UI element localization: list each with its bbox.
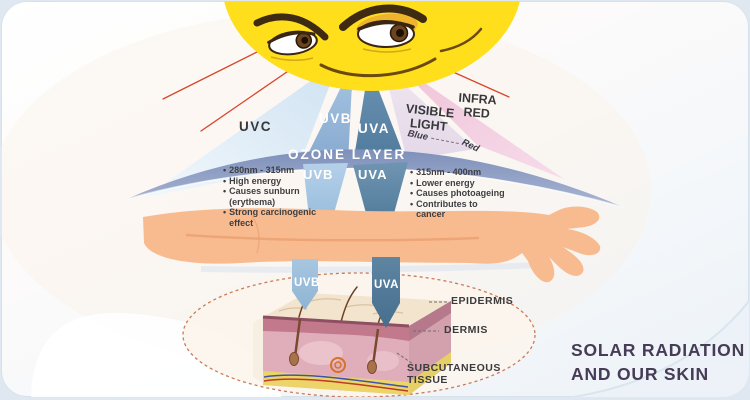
- vein-vessel: [263, 374, 409, 388]
- uvc-label: UVC: [239, 119, 273, 134]
- uva-facts-list: •315nm - 400nm •Lower energy •Causes pho…: [410, 167, 507, 220]
- sun-left-undereye-line: [270, 56, 314, 61]
- epidermis-label: EPIDERMIS: [451, 295, 514, 307]
- uvb-below-ozone-label: UVB: [303, 167, 334, 182]
- subcutaneous-band: [263, 371, 409, 395]
- sun-right-undereye-line: [362, 48, 412, 53]
- list-item: •Lower energy: [410, 177, 475, 188]
- uva-arrow-label: UVA: [374, 279, 399, 291]
- dermis-patch: [299, 341, 343, 365]
- hair-follicles: [289, 318, 380, 374]
- infrared-beam: [393, 61, 564, 179]
- subcutaneous-tissue-label: SUBCUTANEOUS TISSUE: [407, 362, 501, 386]
- list-item: •280nm - 315nm: [223, 165, 295, 175]
- infographic-title: SOLAR RADIATION AND OUR SKIN: [571, 339, 745, 386]
- skin-right-subcutaneous: [409, 352, 451, 395]
- uvb-facts-list: •280nm - 315nm •High energy •Causes sunb…: [223, 165, 318, 229]
- angry-sun: [224, 1, 520, 91]
- sweat-gland: [330, 357, 346, 373]
- list-item: •Causes photoageing: [410, 188, 505, 199]
- visible-light-beam: [383, 65, 475, 160]
- arm-elbow-crease: [250, 214, 260, 254]
- dermis-label: DERMIS: [444, 324, 488, 336]
- ozone-layer-label: OZONE LAYER: [288, 147, 407, 162]
- arm-muscle-line: [185, 233, 480, 242]
- skin-zoom-ellipse: [182, 272, 536, 397]
- list-item: •Causes sunburn (erythema): [223, 186, 300, 207]
- list-item: •Strong carcinogenic effect: [223, 207, 317, 229]
- decor-swoosh-bottom-right: [572, 301, 749, 397]
- spectrum-dash: [430, 137, 459, 144]
- uvb-label: UVB: [319, 111, 353, 126]
- sun-right-eyebrow: [339, 4, 427, 31]
- list-item: •High energy: [223, 175, 282, 186]
- sun-left-eyebrow: [253, 13, 329, 41]
- sun-left-eye: [267, 30, 318, 56]
- sun-cheek-line: [439, 27, 483, 53]
- uva-arrow-into-skin: [372, 257, 400, 328]
- list-item: •Contributes to cancer: [410, 198, 478, 220]
- list-item: •315nm - 400nm: [410, 167, 482, 177]
- uvb-beam-below-ozone: [303, 163, 348, 217]
- infrared-label: INFRA RED: [458, 90, 498, 121]
- title-line-1: SOLAR RADIATION: [571, 340, 746, 360]
- title-line-2: AND OUR SKIN: [571, 363, 709, 384]
- artery-vessel: [263, 378, 409, 392]
- uvb-arrow-into-skin: [292, 259, 318, 310]
- sun-right-eye: [357, 20, 415, 48]
- uvb-arrow-label: UVB: [294, 277, 320, 289]
- uva-beam-below-ozone: [353, 162, 408, 217]
- sun-frown-mouth: [319, 57, 437, 78]
- skin-surface-bumps: [278, 298, 404, 315]
- uva-label: UVA: [358, 121, 391, 136]
- decor-curve-line: [565, 300, 749, 397]
- skin-cross-section: [253, 282, 451, 395]
- label-leader-lines: [396, 301, 447, 365]
- skin-left-face: [253, 317, 263, 383]
- uva-below-ozone-label: UVA: [358, 167, 388, 182]
